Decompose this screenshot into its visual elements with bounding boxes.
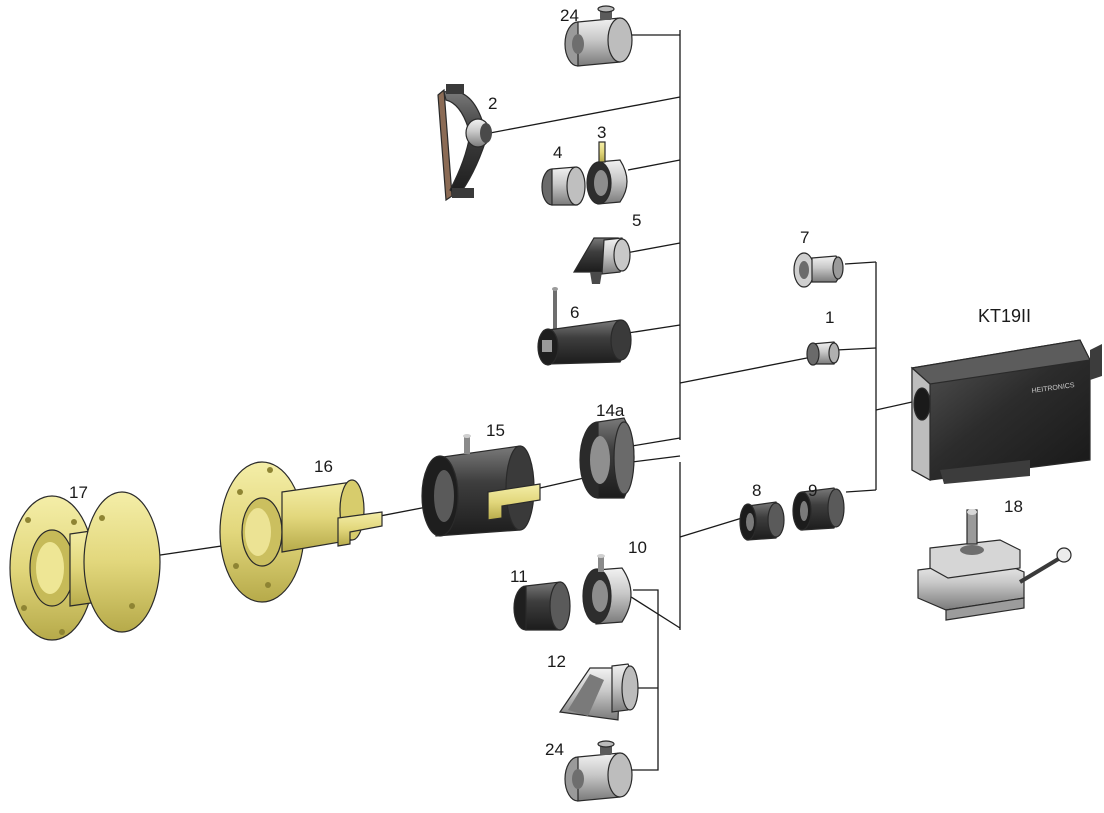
kt19-pyrometer: HEITRONICS (910, 339, 1102, 484)
callout-3: 3 (597, 123, 606, 142)
part-5-mirror (572, 237, 631, 284)
callout-15: 15 (486, 421, 505, 440)
part-11-sleeve (513, 581, 571, 631)
callout-kt19: KT19II (978, 306, 1031, 326)
part-16-flange-adapter (219, 461, 383, 603)
part-2-bracket (437, 84, 492, 202)
part-6-cooling-jacket (537, 287, 632, 366)
callout-16: 16 (314, 457, 333, 476)
callout-8: 8 (752, 481, 761, 500)
part-14a-ring (579, 417, 635, 499)
callout-24-bottom: 24 (545, 740, 564, 759)
callout-5: 5 (632, 211, 641, 230)
part-17-spool-piece (9, 491, 161, 641)
callout-10: 10 (628, 538, 647, 557)
part-18-mount (917, 509, 1072, 621)
part-24-bottom (564, 740, 633, 802)
part-12-mirror (558, 663, 639, 721)
callout-12: 12 (547, 652, 566, 671)
part-7-flange-adapter (793, 252, 844, 288)
part-10-purge-ring (582, 554, 632, 625)
callout-2: 2 (488, 94, 497, 113)
part-24-top (564, 5, 633, 67)
part-9-ring (792, 487, 845, 531)
callout-17: 17 (69, 483, 88, 502)
callout-14a: 14a (596, 401, 625, 420)
part-3-purge-ring (586, 141, 628, 205)
part-1-adapter (806, 341, 840, 366)
callout-24-top: 24 (560, 6, 579, 25)
callout-18: 18 (1004, 497, 1023, 516)
callout-11: 11 (510, 567, 528, 586)
connector-lines (139, 30, 913, 771)
callout-6: 6 (570, 303, 579, 322)
part-4-sleeve (541, 166, 586, 206)
part-15-purge-housing (421, 434, 541, 537)
callout-9: 9 (808, 481, 817, 500)
callout-7: 7 (800, 228, 809, 247)
callout-1: 1 (825, 308, 834, 327)
part-8-ring (739, 501, 785, 541)
callout-4: 4 (553, 143, 562, 162)
